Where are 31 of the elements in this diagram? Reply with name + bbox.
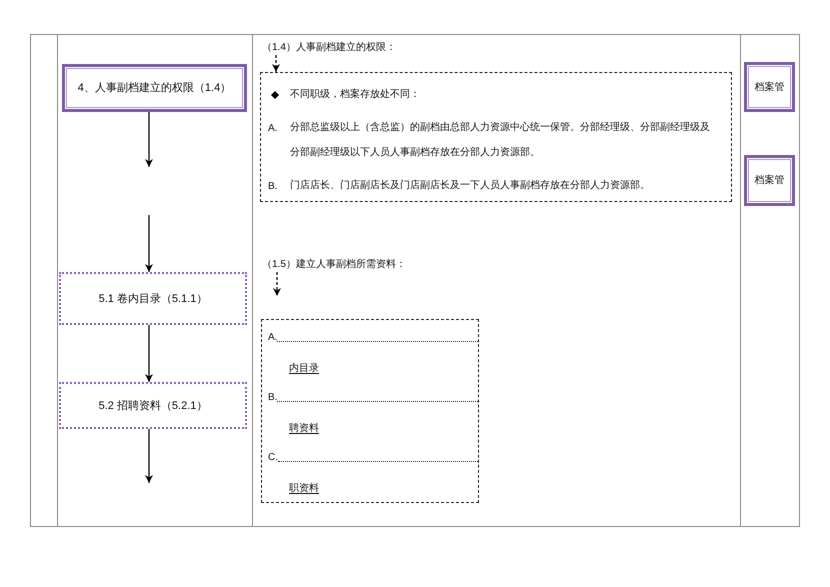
- list-item-text: 职资料: [289, 482, 319, 494]
- process-box: [62, 64, 247, 112]
- role-box: [744, 155, 795, 206]
- list-marker: A.: [268, 123, 278, 134]
- box-label: 档案管: [754, 174, 784, 187]
- box-label: 档案管: [754, 80, 784, 94]
- box-label: 4、人事副档建立的权限（1.4）: [78, 81, 232, 95]
- list-item-text: 分部总监级以上（含总监）的副档由总部人力资源中心统一保管。分部经理级、分部副经理级及分部副经理级以下人员人事副档存放在分部人力资源部。: [290, 120, 711, 160]
- list-item-text: 内目录: [289, 362, 319, 374]
- process-box: [59, 382, 247, 429]
- section-heading: （1.4）人事副档建立的权限：: [262, 41, 396, 55]
- arrow: [145, 215, 153, 272]
- list-item-text: 聘资料: [289, 422, 319, 434]
- arrow: [145, 429, 153, 483]
- form-box: [261, 319, 479, 503]
- list-marker: B.: [268, 392, 278, 404]
- list-marker: C.: [268, 452, 278, 464]
- section-heading: （1.5）建立人事副档所需资料：: [262, 258, 406, 272]
- dashed-arrow: [272, 55, 280, 72]
- role-box: [744, 62, 795, 112]
- arrow: [145, 112, 153, 167]
- process-box: [59, 272, 247, 325]
- list-item-text: 不同职级，档案存放处不同：: [290, 88, 420, 102]
- box-label: 5.1 卷内目录（5.1.1）: [98, 292, 208, 306]
- list-marker: B.: [268, 181, 278, 192]
- dashed-arrow: [273, 272, 281, 296]
- box-label: 5.2 招聘资料（5.2.1）: [98, 398, 208, 412]
- arrow: [145, 325, 153, 382]
- note-box: [260, 72, 732, 202]
- list-item-text: 门店店长、门店副店长及门店副店长及一下人员人事副档存放在分部人力资源部。: [290, 178, 651, 193]
- list-marker: A.: [268, 332, 278, 344]
